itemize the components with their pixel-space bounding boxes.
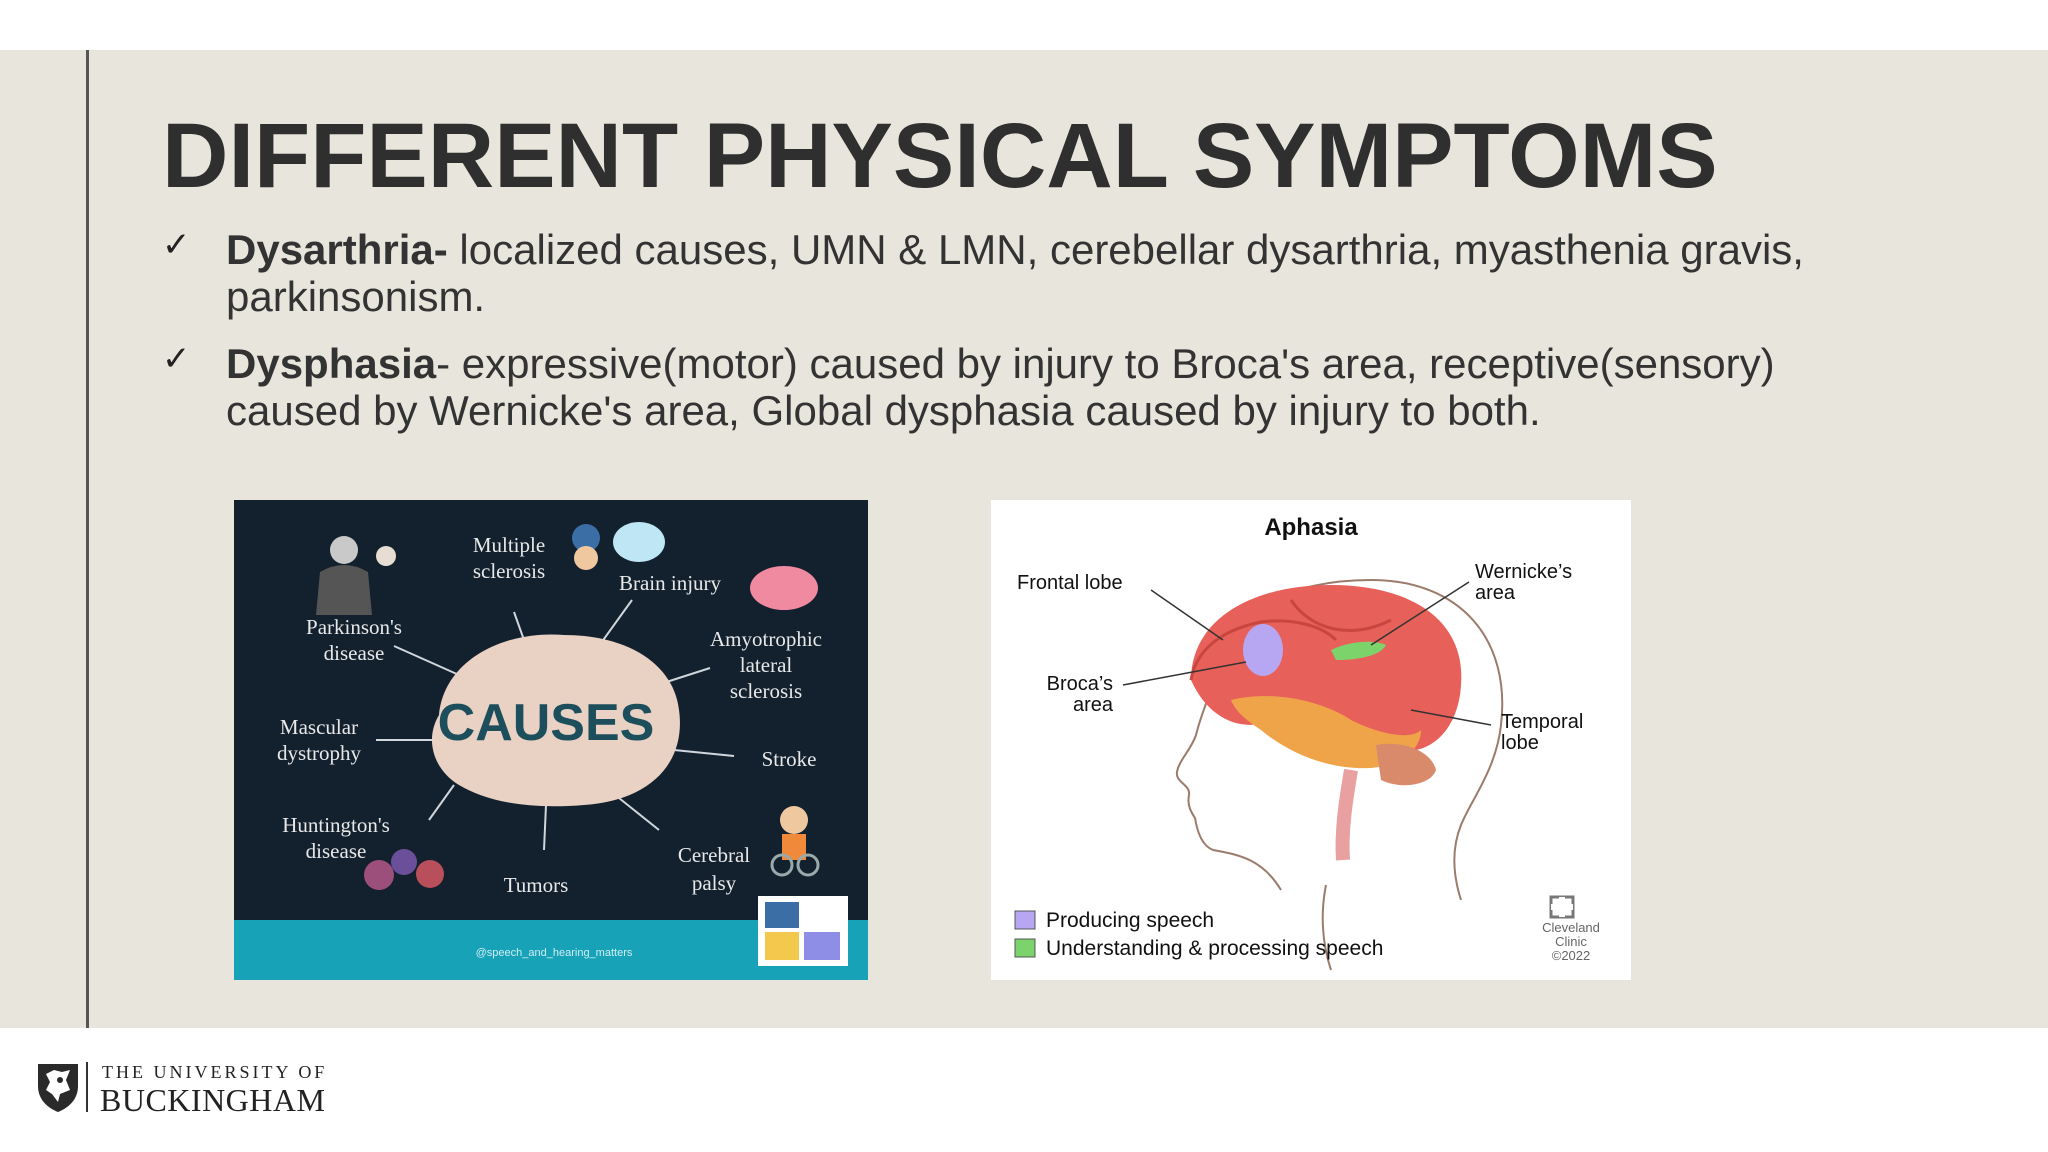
bullet-dysarthria: ✓ Dysarthria- localized causes, UMN & LM… (162, 225, 1882, 320)
label-hd-2: disease (306, 839, 367, 863)
logo-top-text: THE UNIVERSITY OF (102, 1062, 328, 1082)
causes-graphic: CAUSES (234, 500, 868, 980)
label-cp-1: Cerebral (678, 843, 750, 867)
label-ms-1: Multiple (473, 533, 545, 557)
legend-label-producing: Producing speech (1046, 909, 1214, 932)
credit-line3: ©2022 (1552, 948, 1591, 963)
label-frontal-lobe: Frontal lobe (1017, 572, 1123, 594)
legend-label-understanding: Understanding & processing speech (1046, 937, 1383, 960)
bullet-dysphasia: ✓ Dysphasia- expressive(motor) caused by… (162, 339, 1882, 434)
aphasia-legend: Producing speech Understanding & process… (1014, 909, 1383, 960)
bullet-text: - expressive(motor) caused by injury to … (226, 340, 1775, 434)
label-temporal-2: lobe (1501, 732, 1539, 754)
parkinson-figure-icon (316, 536, 396, 615)
label-wernicke-2: area (1475, 582, 1516, 604)
credit-line2: Clinic (1555, 934, 1587, 949)
bullet-term: Dysarthria- (226, 226, 448, 273)
aphasia-graphic: Aphasia Frontal lobe Wernicke’s area Bro… (991, 500, 1631, 980)
leader-lines (1122, 581, 1492, 726)
label-cp-2: palsy (692, 871, 737, 895)
logo-main-text: BUCKINGHAM (100, 1082, 326, 1118)
label-md-2: dystrophy (277, 741, 362, 765)
left-divider-line (86, 50, 89, 1028)
broca-area-region (1243, 624, 1283, 676)
brain-stem (1335, 768, 1358, 861)
ms-person-icon (572, 522, 665, 570)
credit-line1: Cleveland (1542, 920, 1600, 935)
bullet-text: localized causes, UMN & LMN, cerebellar … (226, 226, 1804, 320)
label-pd-1: Parkinson's (306, 615, 402, 639)
label-pd-2: disease (324, 641, 385, 665)
bullet-list: ✓ Dysarthria- localized causes, UMN & LM… (162, 225, 1882, 454)
huntington-cells-icon (364, 849, 444, 890)
cerebral-palsy-child-icon (770, 806, 820, 877)
aphasia-diagram: Aphasia Frontal lobe Wernicke’s area Bro… (991, 500, 1631, 980)
bullet-term: Dysphasia (226, 340, 437, 387)
label-hd-1: Huntington's (282, 813, 390, 837)
causes-infographic: CAUSES (234, 500, 868, 980)
logo-divider (86, 1062, 88, 1112)
university-shield-icon (38, 1064, 78, 1112)
label-temporal-1: Temporal (1501, 711, 1583, 733)
university-logo: THE UNIVERSITY OF BUCKINGHAM (36, 1060, 336, 1120)
brain-injury-icon (750, 566, 818, 610)
legend-swatch-producing (1014, 910, 1036, 930)
causes-blob (431, 634, 680, 807)
checkmark-icon: ✓ (162, 225, 191, 265)
causes-logo-badge (758, 896, 848, 966)
label-md-1: Mascular (280, 715, 358, 739)
causes-credit: @speech_and_hearing_matters (476, 947, 633, 959)
cleveland-clinic-logo-icon (1549, 895, 1575, 919)
wernicke-area-region (1331, 641, 1386, 660)
label-tumors: Tumors (504, 873, 569, 897)
label-wernicke-1: Wernicke’s (1475, 561, 1572, 583)
cerebellum (1376, 743, 1436, 786)
label-als-2: lateral (740, 653, 793, 677)
causes-center-text: CAUSES (438, 694, 655, 752)
checkmark-icon: ✓ (162, 339, 191, 379)
label-broca-1: Broca’s (1047, 673, 1113, 695)
label-stroke: Stroke (762, 747, 817, 771)
slide-title: DIFFERENT PHYSICAL SYMPTOMS (162, 105, 1718, 207)
label-brain: Brain injury (619, 571, 722, 595)
legend-swatch-understanding (1014, 938, 1036, 958)
face-outline (1175, 659, 1282, 891)
label-ms-2: sclerosis (473, 559, 545, 583)
label-broca-2: area (1073, 694, 1114, 716)
temporal-lobe-region (1231, 696, 1421, 769)
aphasia-title: Aphasia (1264, 514, 1358, 541)
label-als-3: sclerosis (730, 679, 802, 703)
label-als-1: Amyotrophic (710, 627, 822, 651)
